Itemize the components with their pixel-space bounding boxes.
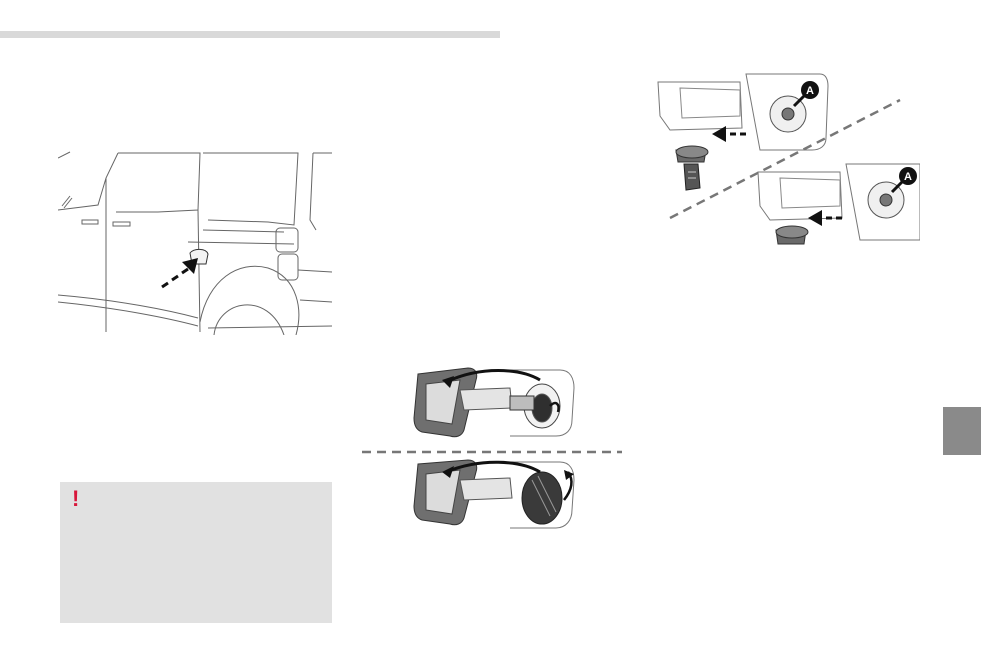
figure-separator (669, 98, 901, 220)
warning-exclamation-icon: ! (72, 486, 80, 511)
fuel-cap-key-illustration: A A (657, 73, 920, 245)
key-step-lower: A (757, 163, 920, 245)
direction-arrow-icon (161, 258, 198, 289)
chapter-tab (943, 407, 981, 455)
cap-step-upper (413, 367, 575, 438)
warning-box: ! (60, 482, 332, 623)
van-fuel-flap-illustration (58, 151, 332, 335)
svg-text:A: A (904, 171, 912, 183)
marker-a-bottom: A (890, 167, 917, 194)
cap-step-lower (413, 459, 575, 529)
section-header-rule (0, 31, 500, 38)
marker-a-top: A (792, 81, 819, 108)
svg-text:A: A (806, 85, 814, 97)
fuel-cap-opening-illustration (362, 367, 622, 529)
van-body-outline (58, 151, 332, 335)
key-step-upper: A (657, 73, 829, 191)
